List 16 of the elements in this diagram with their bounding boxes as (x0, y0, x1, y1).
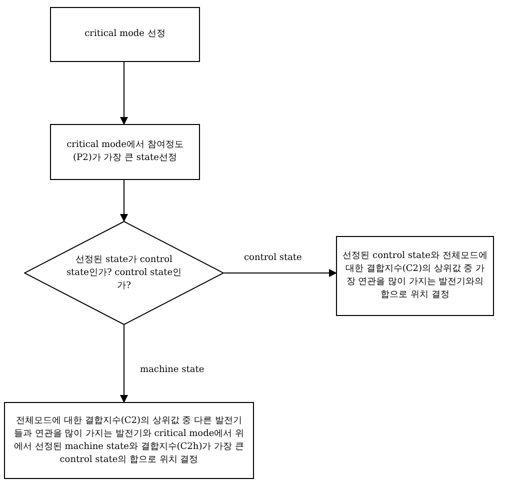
node-text: 선정된 control state와 전체모드에 대한 결합지수(C2)의 상위값 중 가장 연관을 많이 가지는 발전기와의 합으로 위치 결정 (342, 250, 488, 302)
decision-diamond (24, 221, 224, 325)
arrow (120, 180, 128, 222)
edge-label: control state (242, 253, 304, 263)
process-box (50, 124, 200, 180)
arrow (224, 269, 337, 277)
process-box (336, 236, 494, 316)
process-box (50, 7, 200, 62)
node-text: 전체모드에 대한 결합지수(C2)의 상위값 중 다른 발전기들과 연관을 많이 가지는 발전기와 critical mode에서 위에서 선정된 machine state와 결합지수(C2h)가 가장 큰 control state의 합으로 위치 결정 (13, 414, 245, 466)
node-text: critical mode 선정 (84, 28, 166, 41)
edge-label: machine state (138, 365, 206, 375)
arrow (120, 324, 128, 403)
node-text: critical mode에서 참여정도 (P2)가 가장 큰 state선정 (66, 139, 184, 165)
arrow (120, 62, 128, 125)
node-text: 선정된 state가 control state인가? control state인가? (65, 254, 183, 292)
process-box (4, 402, 254, 479)
